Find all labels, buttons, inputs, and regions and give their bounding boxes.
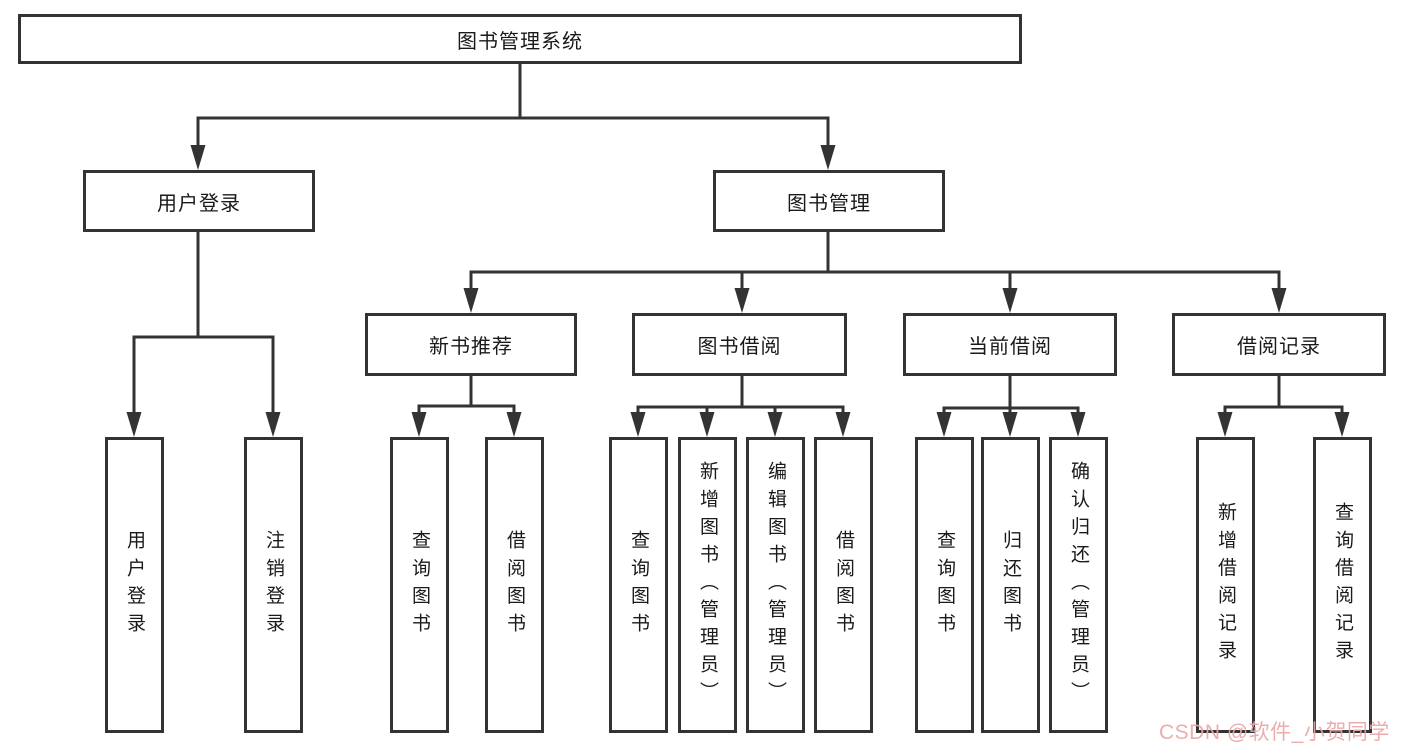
leaf-label: 新增图书（管理员） <box>697 461 718 709</box>
leaf-label: 用户登录 <box>124 529 145 641</box>
node-current-borrow: 当前借阅 <box>903 313 1117 376</box>
leaf-label: 查询图书 <box>934 529 955 641</box>
leaf-label: 归还图书 <box>1000 529 1021 641</box>
leaf-label: 查询图书 <box>628 529 649 641</box>
leaf-borrow-edit-admin: 编辑图书（管理员） <box>746 437 805 733</box>
leaf-records-add: 新增借阅记录 <box>1196 437 1255 733</box>
node-book-borrow: 图书借阅 <box>632 313 847 376</box>
node-label: 用户登录 <box>157 192 241 215</box>
node-label: 图书借阅 <box>697 336 782 358</box>
leaf-current-confirm-admin: 确认归还（管理员） <box>1049 437 1108 733</box>
leaf-label: 查询借阅记录 <box>1332 502 1353 668</box>
leaf-logout: 注销登录 <box>244 437 303 733</box>
leaf-borrow-query: 查询图书 <box>609 437 668 733</box>
leaf-records-query: 查询借阅记录 <box>1313 437 1372 733</box>
leaf-label: 确认归还（管理员） <box>1068 461 1089 709</box>
leaf-borrow-add-admin: 新增图书（管理员） <box>678 437 737 733</box>
node-root: 图书管理系统 <box>18 14 1022 64</box>
node-label: 借阅记录 <box>1237 336 1321 358</box>
node-user-login: 用户登录 <box>83 170 315 232</box>
leaf-label: 编辑图书（管理员） <box>765 461 786 709</box>
node-label: 图书管理 <box>787 192 871 215</box>
watermark-text: CSDN @软件_小贺同学 <box>1159 721 1390 744</box>
leaf-newbook-borrow: 借阅图书 <box>485 437 544 733</box>
node-label: 图书管理系统 <box>457 30 583 53</box>
leaf-user-login: 用户登录 <box>105 437 164 733</box>
leaf-label: 查询图书 <box>409 529 430 641</box>
node-new-book-recommend: 新书推荐 <box>365 313 577 376</box>
node-book-management: 图书管理 <box>713 170 945 232</box>
leaf-current-query: 查询图书 <box>915 437 974 733</box>
leaf-label: 注销登录 <box>263 529 284 641</box>
leaf-label: 借阅图书 <box>504 529 525 641</box>
leaf-label: 新增借阅记录 <box>1215 502 1236 668</box>
leaf-label: 借阅图书 <box>833 529 854 641</box>
leaf-newbook-query: 查询图书 <box>390 437 449 733</box>
node-borrow-records: 借阅记录 <box>1172 313 1386 376</box>
node-label: 当前借阅 <box>968 336 1052 358</box>
leaf-borrow-borrow: 借阅图书 <box>814 437 873 733</box>
node-label: 新书推荐 <box>429 336 513 358</box>
leaf-current-return: 归还图书 <box>981 437 1040 733</box>
